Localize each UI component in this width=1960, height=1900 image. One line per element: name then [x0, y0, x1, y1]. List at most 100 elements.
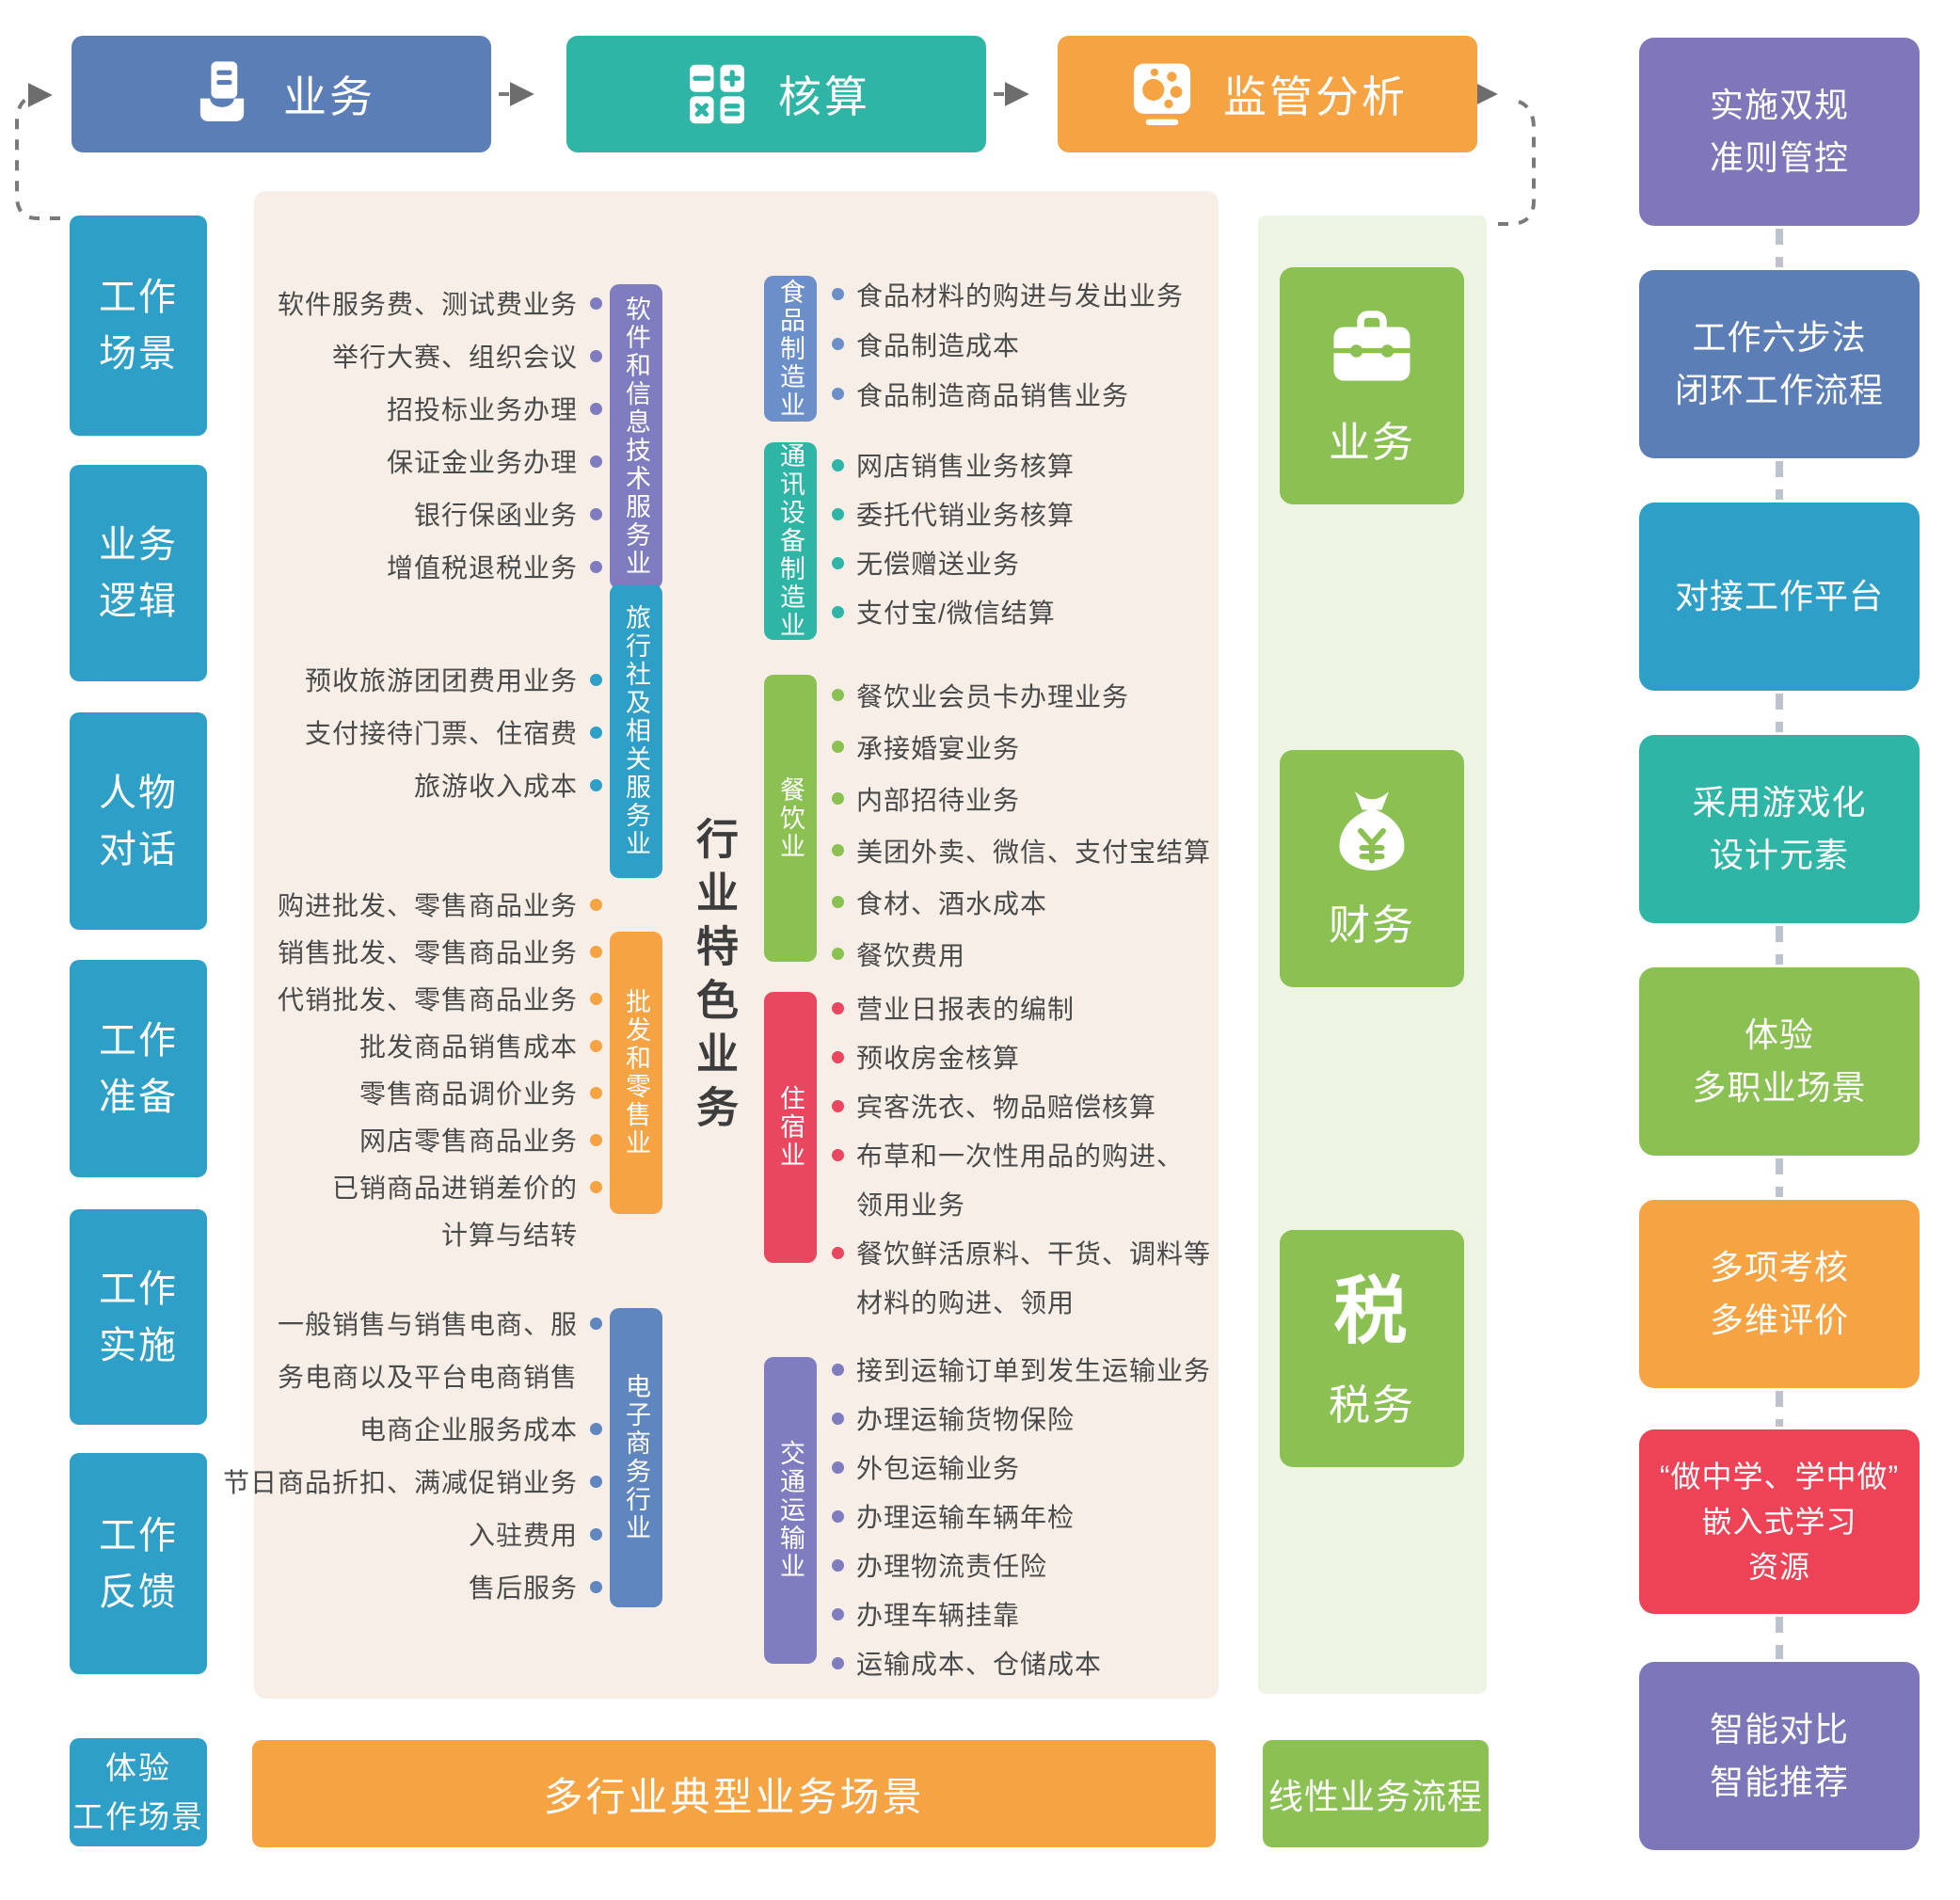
business-item: 旅游收入成本 [305, 758, 602, 811]
document-tray-icon [187, 59, 257, 129]
business-item-text: 接到运输订单到发生运输业务 [856, 1356, 1212, 1385]
business-item: 无偿赠送业务 [832, 538, 1075, 587]
bullet-dot [590, 673, 602, 686]
business-item: 食材、酒水成本 [832, 876, 1211, 928]
bullet-dot [590, 1580, 602, 1593]
business-item-text: 举行大赛、组织会议 [331, 343, 578, 372]
bullet-dot [590, 1039, 602, 1052]
business-item: 办理运输货物保险 [832, 1394, 1211, 1443]
business-item-text: 销售批发、零售商品业务 [277, 938, 578, 967]
bullet-dot [832, 741, 844, 753]
industry-pill-住宿业: 住宿业 [764, 992, 817, 1263]
right-feature-box-8: 智能对比 智能推荐 [1639, 1662, 1920, 1850]
business-item-text: 布草和一次性用品的购进、 [856, 1142, 1185, 1171]
business-item: 销售批发、零售商品业务 [278, 928, 602, 975]
top-flow-label: 核算 [778, 72, 870, 121]
loop-right-dashed [1490, 100, 1536, 226]
business-item: 务电商以及平台电商销售 [223, 1349, 602, 1402]
bullet-dot [590, 726, 602, 739]
bullet-dot [590, 1475, 602, 1488]
business-item-text: 办理运输货物保险 [856, 1405, 1076, 1434]
industry-panel [254, 191, 1219, 1699]
industry-items-餐饮业: 餐饮业会员卡办理业务承接婚宴业务内部招待业务美团外卖、微信、支付宝结算食材、酒水… [832, 669, 1211, 980]
business-item-text: 办理运输车辆年检 [856, 1503, 1076, 1532]
industry-items-软件和信息技术服务业: 软件服务费、测试费业务举行大赛、组织会议招投标业务办理保证金业务办理银行保函业务… [278, 277, 602, 593]
business-item: 购进批发、零售商品业务 [278, 881, 602, 928]
business-item-text: 支付宝/微信结算 [856, 599, 1056, 628]
bullet-dot [590, 945, 602, 958]
bullet-dot [590, 992, 602, 1005]
business-item: 预收旅游团团费用业务 [305, 653, 602, 706]
business-item-text: 软件服务费、测试费业务 [277, 290, 578, 319]
top-flow-label: 监管分析 [1223, 72, 1408, 121]
business-item: 银行保函业务 [278, 487, 602, 540]
business-item-text: 材料的购进、领用 [856, 1288, 1076, 1317]
industry-bottom-bar: 多行业典型业务场景 [252, 1740, 1216, 1847]
business-item-text: 电商企业服务成本 [359, 1415, 578, 1445]
business-item: 营业日报表的编制 [832, 983, 1211, 1032]
business-item: 食品材料的购进与发出业务 [832, 269, 1184, 319]
business-item-text: 办理车辆挂靠 [856, 1601, 1021, 1630]
industry-pill-旅行社及相关服务业: 旅行社及相关服务业 [610, 584, 662, 878]
business-item: 电商企业服务成本 [223, 1402, 602, 1455]
business-item-text: 食品制造成本 [856, 330, 1021, 360]
bullet-dot [832, 1558, 844, 1572]
process-node-财务: 财务 [1280, 750, 1464, 987]
business-item: 一般销售与销售电商、服 [223, 1297, 602, 1349]
bullet-dot [832, 458, 844, 471]
business-item-text: 食材、酒水成本 [856, 888, 1048, 918]
briefcase-icon [1327, 303, 1417, 393]
svg-text:税: 税 [1333, 1269, 1410, 1352]
business-item-text: 批发商品销售成本 [359, 1032, 578, 1062]
business-item-text: 运输成本、仓储成本 [856, 1650, 1103, 1679]
process-node-label: 财务 [1329, 902, 1415, 949]
business-item: 保证金业务办理 [278, 435, 602, 487]
business-item-text: 餐饮业会员卡办理业务 [856, 681, 1130, 711]
business-item-text: 务电商以及平台电商销售 [277, 1363, 578, 1392]
industry-pill-食品制造业: 食品制造业 [764, 276, 817, 422]
business-item: 内部招待业务 [832, 773, 1211, 824]
bullet-dot [832, 556, 844, 569]
industry-pill-软件和信息技术服务业: 软件和信息技术服务业 [610, 284, 662, 589]
bullet-dot [590, 455, 602, 468]
industry-pill-餐饮业: 餐饮业 [764, 675, 817, 962]
process-node-label: 税务 [1329, 1382, 1415, 1429]
bullet-dot [590, 898, 602, 911]
business-item: 网店销售业务核算 [832, 440, 1075, 489]
industry-items-电子商务行业: 一般销售与销售电商、服务电商以及平台电商销售电商企业服务成本节日商品折扣、满减促… [223, 1297, 602, 1613]
business-item: 节日商品折扣、满减促销业务 [223, 1455, 602, 1508]
left-step-box-1: 工作 场景 [70, 216, 207, 436]
industry-pill-电子商务行业: 电子商务行业 [610, 1308, 662, 1607]
business-item-text: 售后服务 [468, 1573, 578, 1603]
business-item-text: 保证金业务办理 [386, 448, 578, 477]
business-item-text: 网店销售业务核算 [856, 452, 1076, 481]
business-item: 运输成本、仓储成本 [832, 1638, 1211, 1687]
bullet-dot [832, 1099, 844, 1112]
bullet-dot [590, 296, 602, 310]
business-item-text: 营业日报表的编制 [856, 995, 1076, 1024]
business-item-text: 购进批发、零售商品业务 [277, 891, 578, 920]
business-item: 餐饮业会员卡办理业务 [832, 669, 1211, 721]
business-item: 领用业务 [832, 1179, 1211, 1228]
industry-items-通讯设备制造业: 网店销售业务核算委托代销业务核算无偿赠送业务支付宝/微信结算 [832, 440, 1075, 636]
business-item: 入驻费用 [223, 1508, 602, 1560]
business-item: 承接婚宴业务 [832, 721, 1211, 773]
top-flow-label: 业务 [283, 72, 375, 121]
business-item: 食品制造成本 [832, 319, 1184, 369]
business-item: 增值税退税业务 [278, 540, 602, 593]
bullet-dot [832, 844, 844, 856]
industry-items-食品制造业: 食品材料的购进与发出业务食品制造成本食品制造商品销售业务 [832, 269, 1184, 419]
business-item-text: 承接婚宴业务 [856, 733, 1021, 763]
bullet-dot [832, 1509, 844, 1523]
left-step-box-5: 工作 实施 [70, 1209, 207, 1425]
business-item-text: 领用业务 [856, 1190, 966, 1220]
bullet-dot [832, 948, 844, 960]
bullet-dot [590, 1527, 602, 1541]
business-item: 办理车辆挂靠 [832, 1589, 1211, 1638]
business-item-text: 招投标业务办理 [386, 395, 578, 424]
left-step-box-2: 业务 逻辑 [70, 465, 207, 681]
industry-items-批发和零售业: 购进批发、零售商品业务销售批发、零售商品业务代销批发、零售商品业务批发商品销售成… [278, 881, 602, 1257]
bullet-dot [590, 1133, 602, 1146]
left-step-box-3: 人物 对话 [70, 712, 207, 930]
